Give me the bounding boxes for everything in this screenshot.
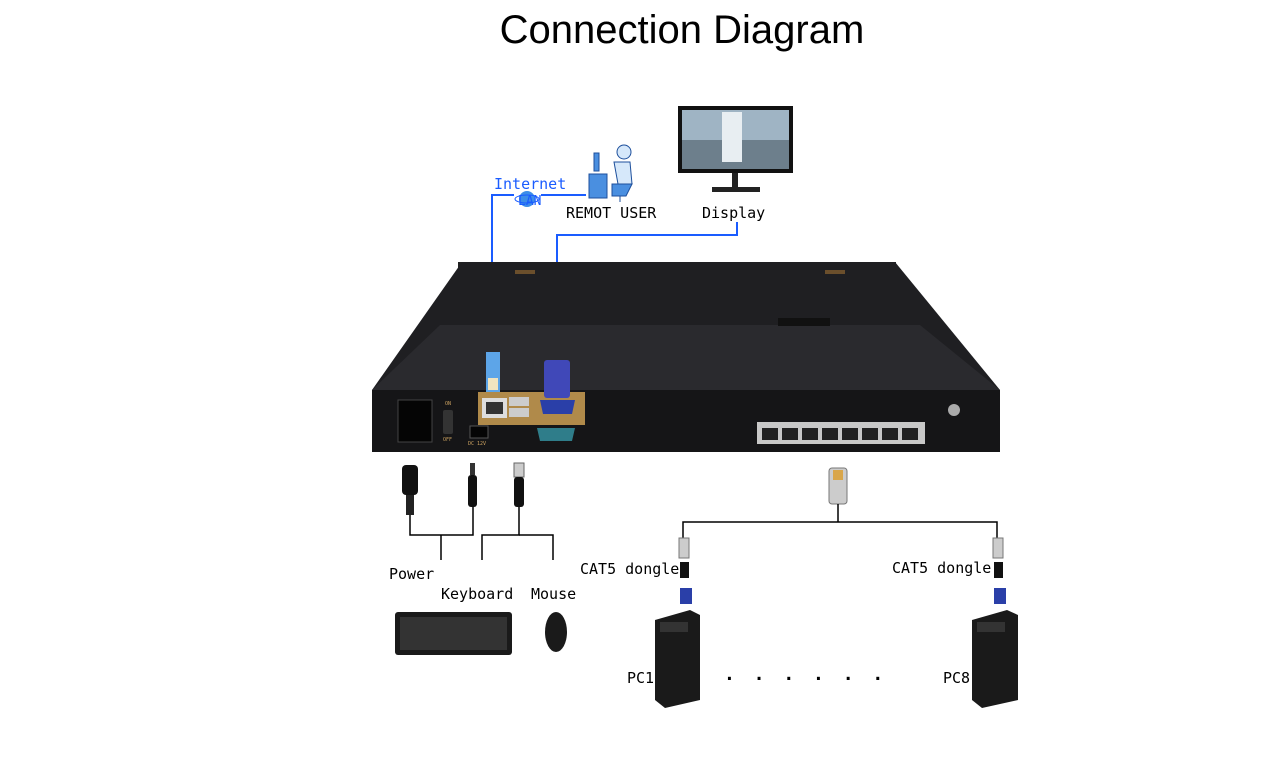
cat5-dongle-right bbox=[992, 537, 1006, 604]
cat5-dongle-right-label: CAT5 dongle bbox=[892, 559, 992, 577]
mouse-icon bbox=[545, 612, 567, 652]
pc1-tower-icon bbox=[655, 610, 700, 708]
usb-plug-icon bbox=[513, 462, 525, 507]
kvm-device bbox=[372, 262, 1000, 452]
dc-plug-icon bbox=[468, 463, 477, 507]
switch-on-label: ON bbox=[445, 401, 452, 407]
remote-user-icon bbox=[588, 144, 633, 202]
keyboard-icon bbox=[395, 612, 512, 655]
globe-icon bbox=[514, 191, 540, 207]
pc8-tower-icon bbox=[972, 610, 1018, 708]
cat5-dongle-left bbox=[678, 537, 692, 604]
display-monitor bbox=[678, 106, 793, 192]
vga-plug bbox=[544, 360, 570, 398]
power-label: Power bbox=[389, 565, 435, 583]
keyboard-label: Keyboard bbox=[441, 585, 514, 603]
lan-label: LAN bbox=[518, 194, 542, 209]
dc-port-label: DC 12V bbox=[468, 441, 487, 447]
power-plug-icon bbox=[402, 465, 418, 515]
cat5-dongle-left-label: CAT5 dongle bbox=[580, 560, 680, 578]
peripheral-wires bbox=[409, 507, 554, 560]
cat5-wires bbox=[682, 504, 998, 538]
switch-off-label: OFF bbox=[443, 437, 453, 443]
lan-plug bbox=[486, 352, 500, 392]
display-label: Display bbox=[702, 204, 766, 222]
pc-ellipsis: . . . . . . bbox=[724, 664, 888, 685]
rj45-connector-icon bbox=[828, 467, 848, 505]
pc1-label: PC1 bbox=[627, 669, 655, 687]
pc8-label: PC8 bbox=[943, 669, 971, 687]
remote-user-label: REMOT USER bbox=[566, 204, 657, 222]
diagram-title: Connection Diagram bbox=[499, 8, 865, 52]
internet-label: Internet bbox=[494, 175, 567, 193]
mouse-label: Mouse bbox=[531, 585, 577, 603]
